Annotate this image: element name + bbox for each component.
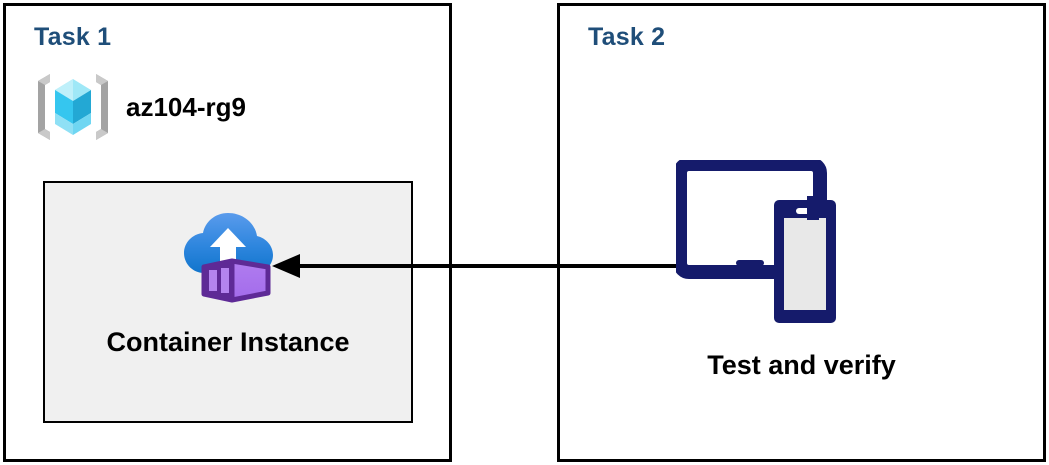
devices-tablet-phone-icon: [676, 160, 836, 323]
panel-task-1: Task 1 az104: [3, 3, 452, 462]
resource-group-icon: [38, 74, 108, 140]
container-instance-label: Container Instance: [106, 327, 350, 357]
container-instance-icon: [184, 213, 273, 303]
flow-arrow: [272, 254, 676, 278]
panel-title-task-1: Task 1: [34, 23, 112, 51]
container-instance-box: Container Instance: [43, 181, 413, 423]
resource-group-label: az104-rg9: [126, 91, 246, 122]
resource-group-row: az104-rg9: [34, 69, 246, 145]
panel-title-task-2: Task 2: [588, 23, 666, 51]
test-and-verify-label: Test and verify: [707, 350, 896, 380]
